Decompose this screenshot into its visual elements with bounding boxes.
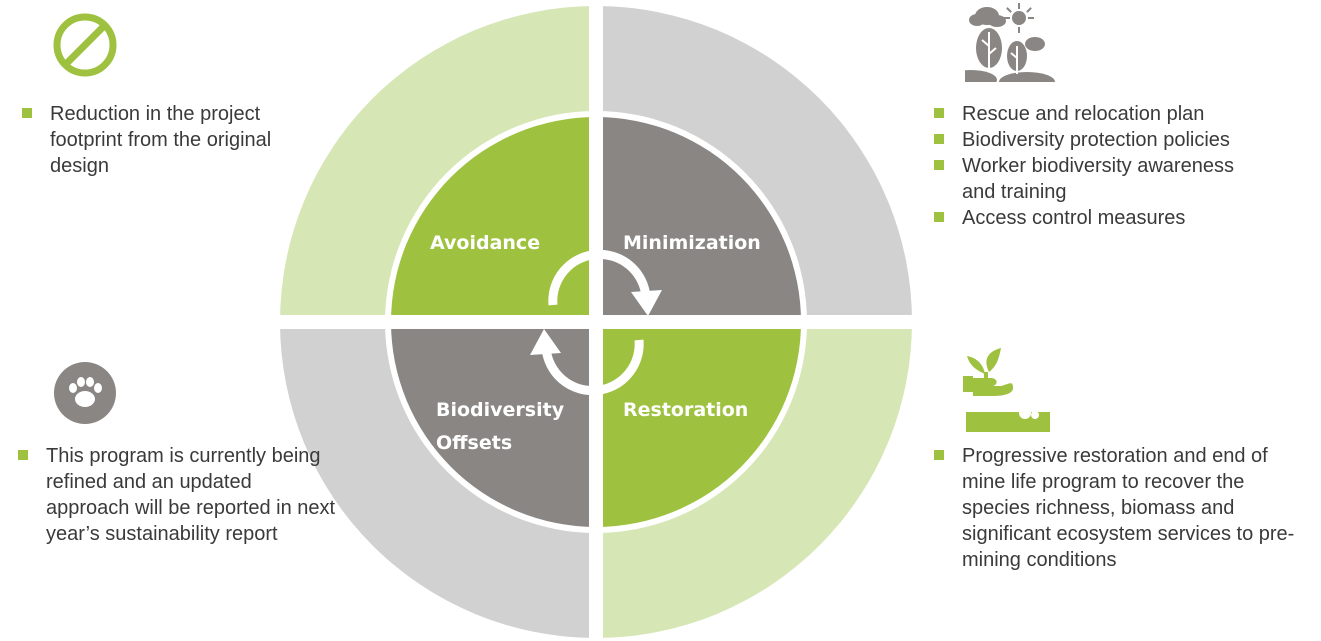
list-item: Progressive restoration and end of mine …: [934, 443, 1316, 573]
label-restoration: Restoration: [623, 399, 748, 421]
prohibited-icon: [53, 13, 117, 77]
panel-offsets: This program is currently being refined …: [18, 443, 338, 547]
outer-ring-avoidance: [280, 6, 596, 322]
label-avoidance: Avoidance: [430, 232, 540, 254]
list-item: This program is currently being refined …: [18, 443, 338, 547]
panel-restoration-list: Progressive restoration and end of mine …: [934, 443, 1316, 573]
panel-offsets-list: This program is currently being refined …: [18, 443, 338, 547]
cycle-arrowhead-right: [631, 290, 662, 316]
cycle-arrows-icon: [541, 249, 651, 396]
list-item: Reduction in the project footprint from …: [22, 101, 322, 179]
cycle-arrowhead-left: [530, 329, 561, 355]
trees-weather-icon: [965, 3, 1055, 82]
list-item: Biodiversity protection policies: [934, 127, 1314, 153]
seedling-hand-icon: [963, 348, 1050, 432]
quadrant-minimization: [596, 117, 801, 322]
quadrant-restoration: [596, 322, 801, 527]
paw-print-icon: [54, 362, 116, 424]
outer-ring-minimization: [596, 6, 912, 322]
outer-ring-restoration: [596, 322, 912, 638]
quadrant-avoidance: [391, 117, 596, 322]
panel-restoration: Progressive restoration and end of mine …: [934, 443, 1316, 573]
outer-ring-offsets: [280, 322, 596, 638]
list-item: Rescue and relocation plan: [934, 101, 1314, 127]
panel-minimization: Rescue and relocation plan Biodiversity …: [934, 101, 1314, 231]
label-offsets-line2: Offsets: [436, 432, 512, 454]
panel-avoidance: Reduction in the project footprint from …: [22, 101, 322, 179]
panel-avoidance-list: Reduction in the project footprint from …: [22, 101, 322, 179]
list-item: Access control measures: [934, 205, 1314, 231]
label-offsets-line1: Biodiversity: [436, 399, 565, 421]
separator-horizontal: [270, 315, 922, 329]
panel-minimization-list: Rescue and relocation plan Biodiversity …: [934, 101, 1314, 231]
list-item: Worker biodiversity awareness and traini…: [934, 153, 1272, 205]
quadrant-offsets: [391, 322, 596, 527]
label-minimization: Minimization: [623, 232, 761, 254]
